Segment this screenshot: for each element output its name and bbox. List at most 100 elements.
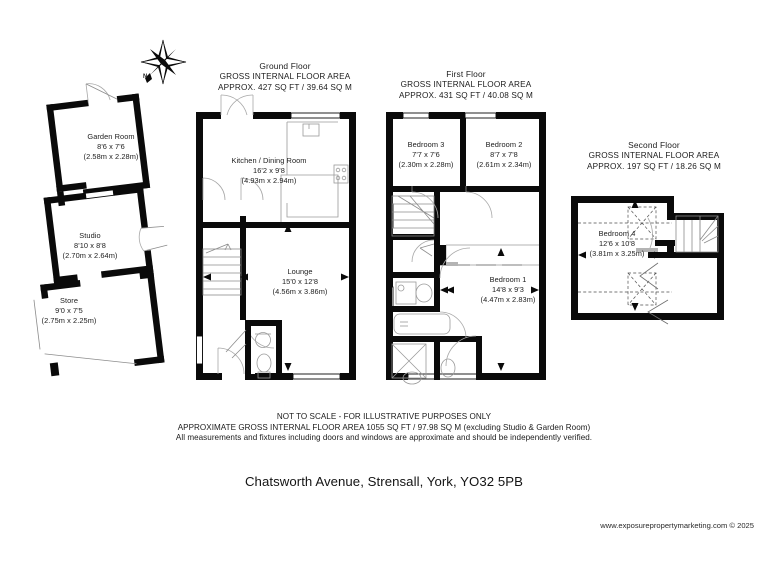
ground-floor-plan xyxy=(196,94,356,380)
ff-bed1-wardrobe xyxy=(440,244,539,266)
room-metric: (3.81m x 3.25m) xyxy=(589,248,645,258)
ff-bath-icon xyxy=(393,313,451,335)
room-imperial: 16'2 x 9'8 xyxy=(253,165,285,175)
second-floor-area-caption: GROSS INTERNAL FLOOR AREA xyxy=(588,151,720,161)
ff-wc-icon xyxy=(440,358,456,378)
room-metric: (2.75m x 2.25m) xyxy=(41,315,97,325)
sf-velux-bottom-icon xyxy=(627,272,657,306)
room-metric: (4.93m x 2.94m) xyxy=(241,175,297,185)
gf-window-side xyxy=(196,335,203,365)
room-label-bedroom-1: Bedroom 1 14'8 x 9'3 (4.47m x 2.83m) xyxy=(481,275,536,304)
room-label-bedroom-3: Bedroom 3 7'7 x 7'6 (2.30m x 2.28m) xyxy=(399,140,454,169)
room-name: Bedroom 2 xyxy=(485,140,523,149)
room-name: Kitchen / Dining Room xyxy=(231,156,307,165)
room-label-bedroom-4: Bedroom 4 12'6 x 10'8 (3.81m x 3.25m) xyxy=(590,229,645,258)
ff-dimension-arrows xyxy=(440,248,539,371)
gf-wall-divider xyxy=(203,222,356,228)
ground-floor-heading: Ground Floor GROSS INTERNAL FLOOR AREA A… xyxy=(218,61,352,94)
ff-basin-icon xyxy=(415,283,433,303)
room-metric: (4.47m x 2.83m) xyxy=(480,294,536,304)
property-address: Chatsworth Avenue, Strensall, York, YO32… xyxy=(244,474,524,489)
ff-wall-bed2-3 xyxy=(460,118,466,192)
gf-wc-icon xyxy=(256,353,272,373)
gf-wall-hall xyxy=(240,222,246,320)
room-imperial: 7'7 x 7'6 xyxy=(412,149,440,159)
gf-basin-icon xyxy=(255,332,271,348)
room-imperial: 12'6 x 10'8 xyxy=(598,238,636,248)
gf-wc-room xyxy=(245,320,282,380)
ff-window-bed2 xyxy=(464,112,497,119)
disclaimer-line-1: NOT TO SCALE - FOR ILLUSTRATIVE PURPOSES… xyxy=(276,412,492,421)
room-name: Bedroom 4 xyxy=(598,229,636,238)
compass-north-label: N xyxy=(143,74,148,80)
ff-wall-bed2-bottom xyxy=(460,186,546,192)
first-floor-area-caption: GROSS INTERNAL FLOOR AREA xyxy=(400,80,532,90)
room-imperial: 8'10 x 8'8 xyxy=(74,240,106,250)
gf-window-kitchen-rear xyxy=(290,112,341,119)
footer-credit: www.exposurepropertymarketing.com © 2025 xyxy=(600,521,754,530)
compass-rose-icon xyxy=(140,39,187,85)
room-metric: (2.58m x 2.28m) xyxy=(83,151,139,161)
room-name: Store xyxy=(59,296,79,305)
room-label-store: Store 9'0 x 7'5 (2.75m x 2.25m) xyxy=(42,296,97,325)
gf-hob-icon xyxy=(333,164,349,184)
studio-window xyxy=(84,189,115,200)
store-walls xyxy=(40,271,165,377)
room-imperial: 14'8 x 9'3 xyxy=(492,284,524,294)
room-label-garden-room: Garden Room 8'6 x 7'6 (2.58m x 2.28m) xyxy=(84,132,139,161)
second-floor-plan xyxy=(571,196,724,325)
ff-bathroom xyxy=(386,278,456,385)
sf-dimension-arrows xyxy=(578,200,662,311)
room-label-kitchen-dining: Kitchen / Dining Room 16'2 x 9'8 (4.93m … xyxy=(231,156,306,185)
first-floor-area-value: APPROX. 431 SQ FT / 40.08 SQ M xyxy=(398,90,534,100)
second-floor-title: Second Floor xyxy=(628,140,680,150)
sf-velux-top-icon xyxy=(627,206,657,240)
disclaimer-block: NOT TO SCALE - FOR ILLUSTRATIVE PURPOSES… xyxy=(176,412,592,444)
first-floor-heading: First Floor GROSS INTERNAL FLOOR AREA AP… xyxy=(399,69,533,102)
gf-dimension-arrows xyxy=(203,224,349,371)
ff-shower-icon xyxy=(391,343,427,379)
ground-floor-area-caption: GROSS INTERNAL FLOOR AREA xyxy=(219,72,351,82)
gf-staircase xyxy=(202,243,242,296)
gf-sink-icon xyxy=(302,123,320,137)
room-label-lounge: Lounge 15'0 x 12'8 (4.56m x 3.86m) xyxy=(273,267,328,296)
second-floor-area-value: APPROX. 197 SQ FT / 18.26 SQ M xyxy=(586,161,722,171)
sf-wall-top xyxy=(571,196,674,203)
room-metric: (2.70m x 2.64m) xyxy=(62,250,118,260)
first-floor-title: First Floor xyxy=(446,69,486,79)
ff-wall-right xyxy=(539,112,546,380)
sf-chevron-lower xyxy=(647,299,669,325)
room-imperial: 8'6 x 7'6 xyxy=(97,141,125,151)
room-imperial: 9'0 x 7'5 xyxy=(55,305,83,315)
ff-wall-stair-right xyxy=(434,192,440,240)
gf-window-lounge-front xyxy=(292,373,341,380)
room-name: Bedroom 3 xyxy=(407,140,445,149)
ff-staircase xyxy=(391,195,435,237)
room-imperial: 15'0 x 12'8 xyxy=(281,276,319,286)
studio-walls xyxy=(43,185,154,284)
room-imperial: 8'7 x 7'8 xyxy=(490,149,518,159)
gf-wall-left xyxy=(196,112,203,380)
sf-chevron-upper xyxy=(639,262,659,290)
room-name: Studio xyxy=(79,231,101,240)
ground-floor-area-value: APPROX. 427 SQ FT / 39.64 SQ M xyxy=(217,82,353,92)
ff-window-bed3 xyxy=(402,112,430,119)
sf-staircase xyxy=(675,215,719,253)
sf-wall-bottom xyxy=(571,313,724,320)
disclaimer-line-2: APPROXIMATE GROSS INTERNAL FLOOR AREA 10… xyxy=(177,422,591,432)
room-name: Bedroom 1 xyxy=(489,275,527,284)
ground-floor-title: Ground Floor xyxy=(259,61,311,71)
room-metric: (2.61m x 2.34m) xyxy=(476,159,532,169)
disclaimer-line-3: All measurements and fixtures including … xyxy=(175,433,593,443)
room-label-studio: Studio 8'10 x 8'8 (2.70m x 2.64m) xyxy=(63,231,118,260)
room-label-bedroom-2: Bedroom 2 8'7 x 7'8 (2.61m x 2.34m) xyxy=(477,140,532,169)
sf-wall-left xyxy=(571,196,578,320)
room-name: Lounge xyxy=(287,267,313,276)
gf-kitchen-units xyxy=(280,121,349,222)
second-floor-heading: Second Floor GROSS INTERNAL FLOOR AREA A… xyxy=(587,140,721,173)
first-floor-plan xyxy=(386,112,546,385)
room-name: Garden Room xyxy=(87,132,135,141)
gf-wall-right xyxy=(349,112,356,380)
